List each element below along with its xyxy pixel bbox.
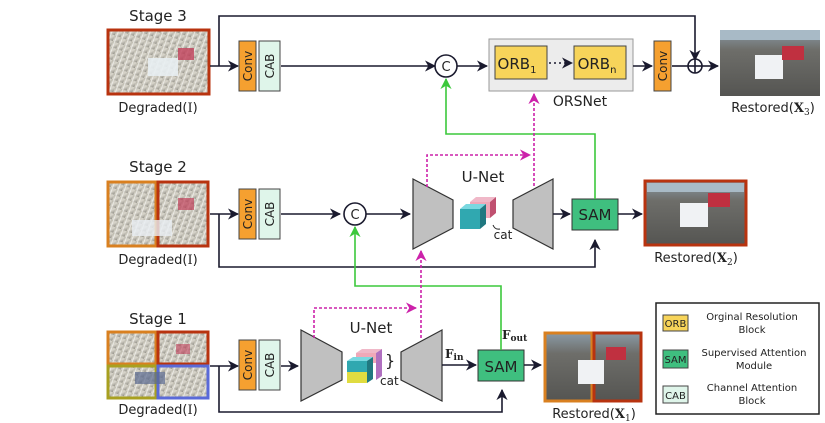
stage-3-degraded-image — [106, 28, 211, 96]
svg-text:SAM: SAM — [664, 355, 686, 366]
svg-text:Block: Block — [738, 325, 765, 336]
add-node — [687, 58, 703, 74]
stage-2-output-label: Restored(X2) — [654, 251, 738, 268]
svg-text:CAB: CAB — [263, 202, 277, 227]
skip-dashed-link — [313, 302, 418, 338]
svg-text:Supervised Attention: Supervised Attention — [701, 348, 806, 359]
cat-label: cat — [380, 374, 399, 388]
svg-text:Orginal Resolution: Orginal Resolution — [706, 312, 798, 323]
stage-2-degraded-image — [106, 180, 210, 248]
stage-1-degraded-image — [106, 330, 210, 400]
cab-block: CAB — [258, 188, 281, 240]
orsnet: ORB1 ORBn ORSNet — [488, 38, 634, 110]
legend-item-cab: CAB Channel Attention Block — [662, 383, 797, 407]
svg-text:SAM: SAM — [578, 206, 611, 224]
stage-2-restored-image — [643, 179, 748, 247]
sam-feature-link — [349, 225, 502, 350]
legend: ORB Orginal Resolution Block SAM Supervi… — [655, 302, 820, 415]
stage-3-input-label: Degraded(I) — [118, 101, 197, 116]
sam-block: SAM — [477, 349, 525, 382]
cat-label: cat — [494, 228, 513, 242]
conv-block: Conv — [238, 40, 257, 92]
stage-1-restored-image — [543, 331, 643, 403]
svg-text:ORB1: ORB1 — [498, 55, 537, 76]
stage-3-restored-image — [720, 30, 820, 96]
cat-brace: } — [385, 351, 395, 370]
stage-1-output-label: Restored(X1) — [552, 407, 636, 423]
orb-n-block: ORBn — [573, 45, 627, 80]
skip-connection — [218, 214, 601, 268]
feature-cube-stack — [460, 197, 496, 229]
svg-text:Channel Attention: Channel Attention — [707, 383, 797, 394]
svg-text:C: C — [350, 208, 359, 223]
svg-text:ORBn: ORBn — [578, 55, 617, 76]
legend-item-orb: ORB Orginal Resolution Block — [662, 312, 798, 336]
svg-text:CAB: CAB — [665, 391, 686, 402]
unet-decoder — [400, 328, 443, 402]
f-in-label: Fin — [445, 347, 464, 363]
unet-decoder — [512, 178, 554, 250]
svg-text:Module: Module — [736, 361, 772, 372]
svg-text:C: C — [441, 60, 450, 75]
stage-1-title: Stage 1 — [129, 310, 187, 328]
sam-feature-link — [440, 77, 596, 199]
feature-cube-stack — [347, 349, 382, 383]
svg-text:Conv: Conv — [656, 51, 670, 81]
stage-1: Stage 1 Degraded(I) Conv CAB U-Net — [106, 225, 643, 423]
unet-label: U-Net — [462, 168, 505, 186]
concat-node: C — [434, 54, 458, 78]
svg-text:Conv: Conv — [241, 199, 255, 229]
conv-block: Conv — [238, 339, 257, 391]
skip-connection — [218, 15, 701, 66]
cab-block: CAB — [258, 339, 281, 391]
stage-3-output-label: Restored(X3) — [731, 101, 815, 118]
orb-1-block: ORB1 — [494, 45, 548, 80]
skip-dashed-link — [426, 149, 532, 187]
unet-encoder — [412, 178, 454, 250]
svg-text:Block: Block — [738, 396, 765, 407]
stage-1-input-label: Degraded(I) — [118, 403, 197, 418]
unet: U-Net cat } — [300, 319, 443, 402]
svg-text:ORB: ORB — [665, 319, 687, 330]
cab-block: CAB — [258, 40, 281, 92]
svg-text:CAB: CAB — [263, 54, 277, 79]
conv-block: Conv — [653, 40, 672, 92]
svg-text:Conv: Conv — [241, 350, 255, 380]
stage-2-input-label: Degraded(I) — [118, 253, 197, 268]
concat-node: C — [343, 202, 367, 226]
skip-connection — [218, 366, 508, 413]
svg-text:SAM: SAM — [484, 358, 517, 376]
orsnet-label: ORSNet — [553, 94, 608, 110]
unet-label: U-Net — [350, 319, 393, 337]
unet-encoder — [300, 328, 343, 402]
unet: U-Net cat — [412, 168, 554, 250]
cat-brace — [492, 224, 501, 230]
f-out-label: Fout — [502, 328, 528, 344]
conv-block: Conv — [238, 188, 257, 240]
svg-text:Conv: Conv — [241, 51, 255, 81]
stage-2: Stage 2 Degraded(I) Conv CAB C U-Net — [106, 77, 748, 268]
svg-text:CAB: CAB — [263, 353, 277, 378]
sam-block: SAM — [571, 198, 619, 231]
legend-item-sam: SAM Supervised Attention Module — [662, 348, 807, 372]
stage-2-title: Stage 2 — [129, 158, 187, 176]
stage-3-title: Stage 3 — [129, 7, 187, 25]
stage-3: Stage 3 Degraded(I) Conv CAB C ORB1 — [106, 7, 820, 118]
